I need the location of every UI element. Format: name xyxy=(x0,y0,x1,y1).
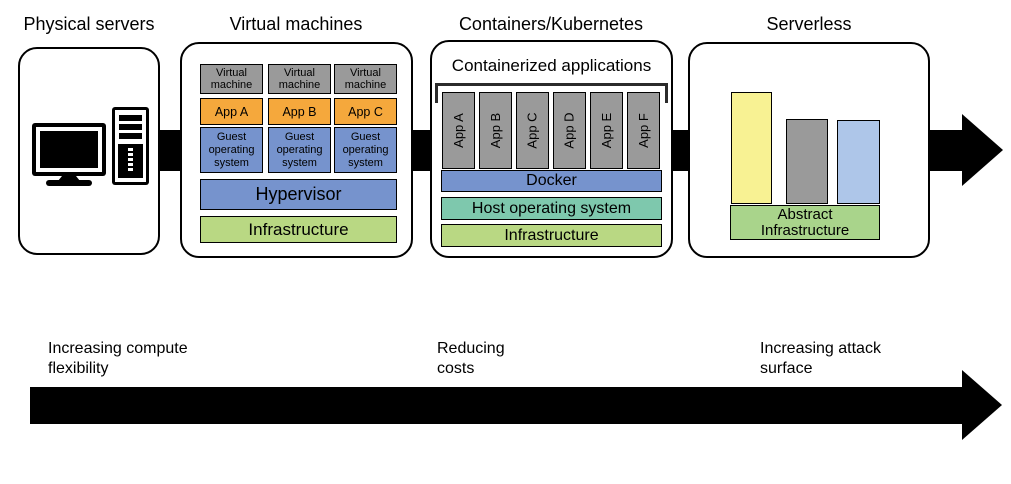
vm-stack-3: Virtual machine App C Guest operating sy… xyxy=(334,64,397,173)
panel-title-serverless: Serverless xyxy=(766,14,852,34)
apps-group-bracket xyxy=(435,83,668,103)
panel-title-containers-kubernetes: Containers/Kubernetes xyxy=(458,14,644,34)
flow-connector-4 xyxy=(926,130,963,171)
serverless-bar-blue xyxy=(837,120,880,204)
host-operating-system-layer: Host operating system xyxy=(441,197,662,220)
container-app-a-box: App A xyxy=(442,92,475,169)
container-app-f-box: App F xyxy=(627,92,660,169)
infrastructure-layer: Infrastructure xyxy=(200,216,397,243)
panel-containers-kubernetes: Containerized applications App A App B A… xyxy=(430,40,673,258)
container-app-d-box: App D xyxy=(553,92,586,169)
app-label: App D xyxy=(562,112,578,149)
vm-app-b-box: App B xyxy=(268,98,331,125)
label-reducing-costs: Reducing costs xyxy=(437,340,505,377)
container-app-e-box: App E xyxy=(590,92,623,169)
vm-stack-2: Virtual machine App B Guest operating sy… xyxy=(268,64,331,173)
serverless-bar-gray xyxy=(786,119,828,204)
vm-guest-os-box: Guest operating system xyxy=(334,127,397,173)
vm-guest-os-box: Guest operating system xyxy=(268,127,331,173)
bottom-arrowhead-icon xyxy=(962,370,1002,440)
app-label: App A xyxy=(451,113,467,148)
vm-header-label: Virtual machine xyxy=(268,64,331,94)
panel-virtual-machines: Virtual machine App A Guest operating sy… xyxy=(180,42,413,258)
flow-connector-3 xyxy=(669,130,692,171)
app-label: App F xyxy=(636,113,651,148)
flow-connector-2 xyxy=(409,130,434,171)
containerized-applications-label: Containerized applications xyxy=(451,56,652,75)
vm-app-a-box: App A xyxy=(200,98,263,125)
flow-connector-1 xyxy=(156,130,184,171)
infrastructure-layer: Infrastructure xyxy=(441,224,662,247)
flow-arrowhead-icon xyxy=(962,114,1003,186)
app-label: App B xyxy=(488,112,504,149)
abstract-infrastructure-box: Abstract Infrastructure xyxy=(730,205,880,240)
vm-guest-os-box: Guest operating system xyxy=(200,127,263,173)
hypervisor-layer: Hypervisor xyxy=(200,179,397,210)
label-increasing-compute-flexibility: Increasing compute flexibility xyxy=(48,340,188,377)
panel-title-physical-servers: Physical servers xyxy=(23,14,155,34)
panel-title-virtual-machines: Virtual machines xyxy=(229,14,363,34)
vm-header-label: Virtual machine xyxy=(334,64,397,94)
vm-stack-1: Virtual machine App A Guest operating sy… xyxy=(200,64,263,173)
panel-physical-servers xyxy=(18,47,160,255)
vm-app-c-box: App C xyxy=(334,98,397,125)
app-label: App E xyxy=(599,112,615,149)
app-label: App C xyxy=(525,112,541,149)
container-apps-row: App A App B App C App D App E App F xyxy=(442,92,660,169)
container-app-c-box: App C xyxy=(516,92,549,169)
vm-header-label: Virtual machine xyxy=(200,64,263,94)
label-increasing-attack-surface: Increasing attack surface xyxy=(760,340,881,377)
panel-serverless: Abstract Infrastructure xyxy=(688,42,930,258)
container-app-b-box: App B xyxy=(479,92,512,169)
serverless-bar-yellow xyxy=(731,92,772,204)
docker-layer: Docker xyxy=(441,170,662,192)
bottom-arrow xyxy=(30,387,962,424)
desktop-computer-icon xyxy=(32,107,149,186)
